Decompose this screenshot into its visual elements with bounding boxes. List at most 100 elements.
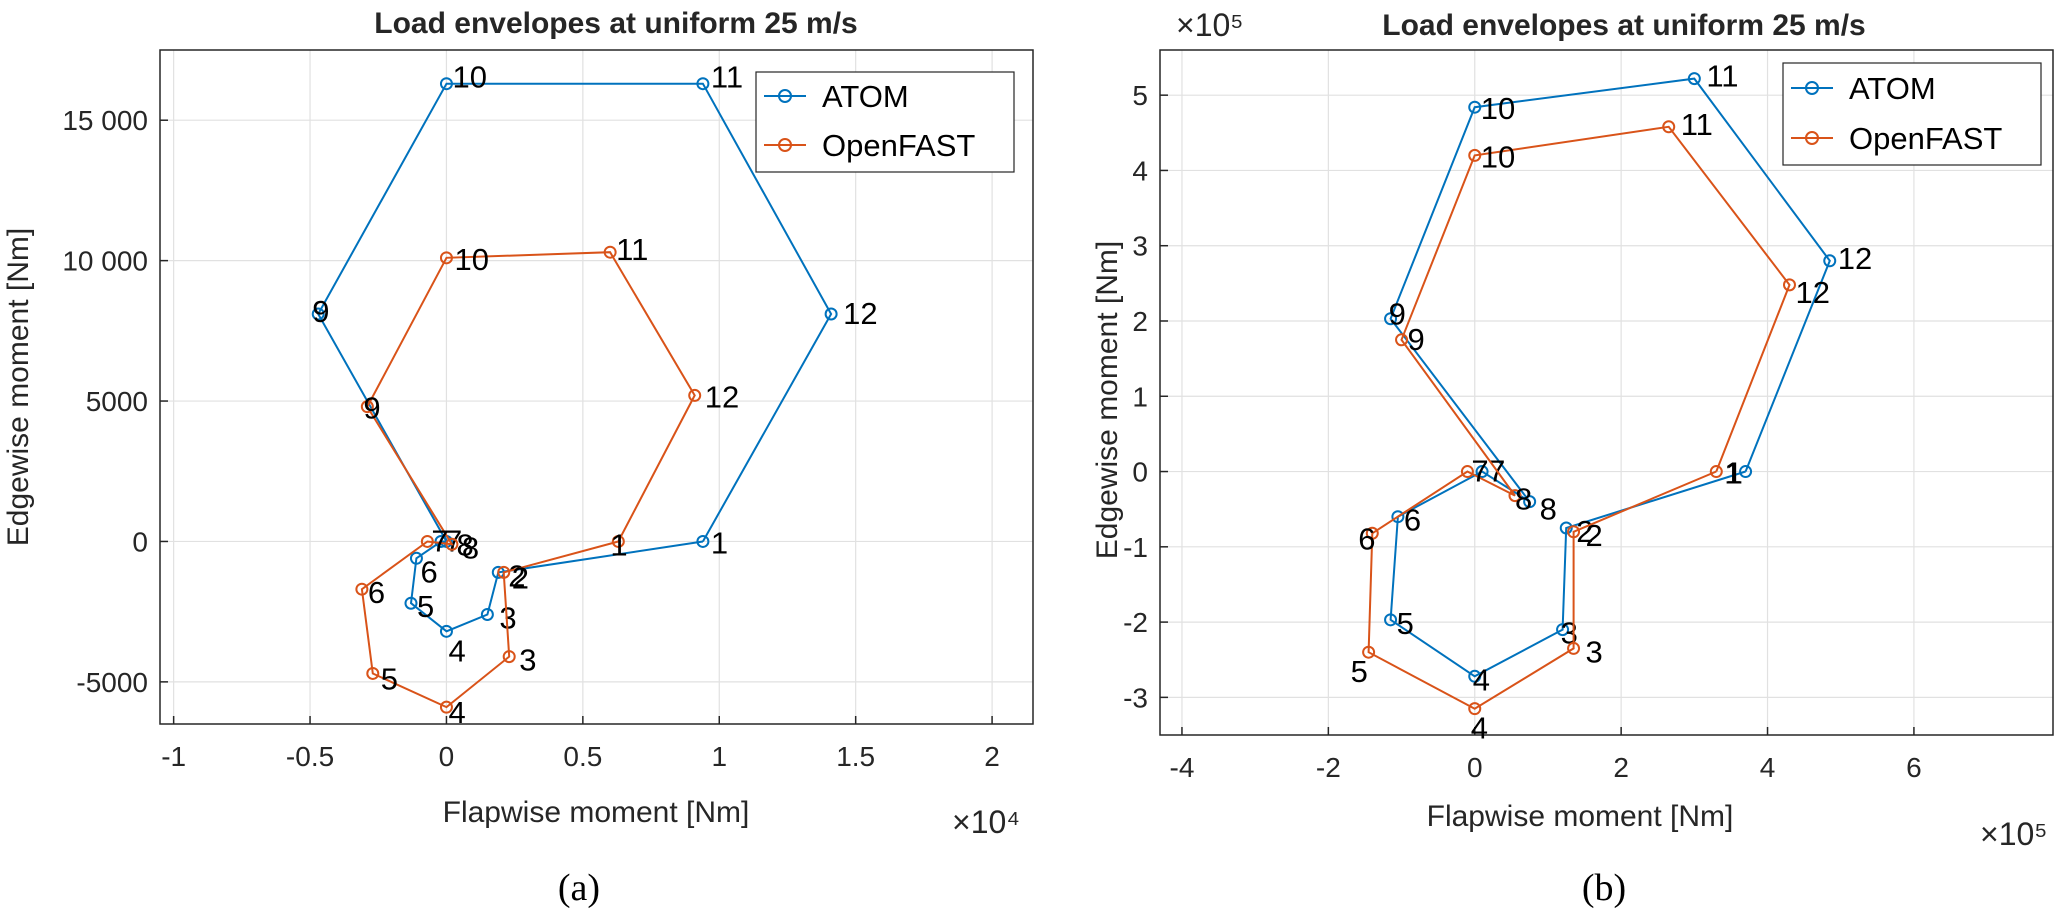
point-label: 5 [381,661,398,696]
x-axis-label: Flapwise moment [Nm] [1427,800,1734,833]
series-line [1367,125,1791,710]
y-tick-label: 5000 [86,386,148,417]
series-line [360,251,696,709]
point-label: 6 [1404,503,1421,538]
point-label: 11 [616,232,648,267]
point-label: 5 [417,589,434,624]
series-line [1389,77,1831,678]
data-point [1559,521,1573,535]
data-point [1567,641,1581,655]
point-label: 6 [368,575,385,610]
y-tick-label: 0 [132,526,148,557]
point-label: 9 [1408,322,1425,357]
legend-marker-openfast [1805,131,1819,145]
point-label: 5 [1397,606,1414,641]
y-tick-label: 10 000 [62,246,148,277]
point-label: 6 [420,554,437,589]
legend: ATOM OpenFAST [755,71,1015,173]
data-point [696,534,710,548]
data-point [1782,278,1796,292]
legend-label-openfast: OpenFAST [822,128,975,163]
data-point [1475,465,1489,479]
data-point [1395,333,1409,347]
x-tick-label: -0.5 [286,741,334,772]
data-point [1362,645,1376,659]
point-label: 6 [1358,521,1375,556]
plot-area [159,49,1034,725]
data-point [480,607,494,621]
figure-caption: (a) [558,867,600,909]
data-point [311,307,325,321]
point-label: 3 [519,643,536,678]
legend-label-atom: ATOM [1849,71,1936,106]
data-point [603,245,617,259]
point-label: 4 [448,633,465,668]
chart-title: Load envelopes at uniform 25 m/s [1382,9,1865,42]
x-tick-label: 0 [1467,752,1483,783]
data-point [497,565,511,579]
data-point [409,551,423,565]
y-tick-label: 2 [1132,306,1148,337]
data-point [1384,613,1398,627]
legend-label-atom: ATOM [822,79,909,114]
y-tick-label: -3 [1123,682,1148,713]
point-label: 1 [711,525,728,560]
point-label: 11 [1706,59,1738,94]
data-point [1391,510,1405,524]
data-point [1687,72,1701,86]
data-point [445,537,459,551]
data-point [1709,465,1723,479]
x-tick-label: 0 [439,741,455,772]
data-point [439,77,453,91]
point-label: 10 [452,60,486,95]
y-tick-label: 3 [1132,231,1148,262]
figure-caption: (b) [1582,867,1626,909]
y-tick-label: 4 [1132,155,1148,186]
point-label: 4 [448,695,465,730]
legend-marker-atom [778,89,792,103]
y-tick-label: 15 000 [62,105,148,136]
point-label: 10 [1481,139,1515,174]
x-tick-label: 2 [984,741,1000,772]
chart-title: Load envelopes at uniform 25 m/s [374,7,857,40]
data-point [1365,526,1379,540]
point-label: 9 [1389,297,1406,332]
point-label: 11 [711,60,743,95]
legend-box [755,71,1015,173]
x-tick-label: 0.5 [563,741,602,772]
point-label: 9 [312,294,329,329]
y-axis-label: Edgewise moment [Nm] [2,228,35,546]
x-axis-multiplier: ×10⁴ [952,804,1020,840]
gridlines [1160,50,2053,735]
point-label: 12 [1795,275,1829,310]
y-tick-label: 1 [1132,381,1148,412]
legend-marker-openfast [778,138,792,152]
data-point [824,307,838,321]
x-tick-label: 4 [1760,752,1776,783]
x-axis-multiplier: ×10⁵ [1980,816,2048,852]
point-label: 9 [363,391,380,426]
data-point [1567,525,1581,539]
point-label: 12 [843,296,877,331]
data-point [1508,489,1522,503]
x-tick-label: 2 [1613,752,1629,783]
plot-area [1159,49,2054,736]
y-tick-label: -5000 [76,667,148,698]
point-label: 7 [431,523,448,558]
point-label: 2 [1576,514,1593,549]
data-point [366,666,380,680]
point-label: 12 [1838,241,1872,276]
data-point [1468,100,1482,114]
data-point [1468,148,1482,162]
data-point [1823,254,1837,268]
point-label: 4 [1473,662,1490,697]
data-point [1384,312,1398,326]
data-point [696,77,710,91]
x-tick-label: -4 [1170,752,1195,783]
point-label: 1 [1724,456,1741,491]
data-point [360,400,374,414]
